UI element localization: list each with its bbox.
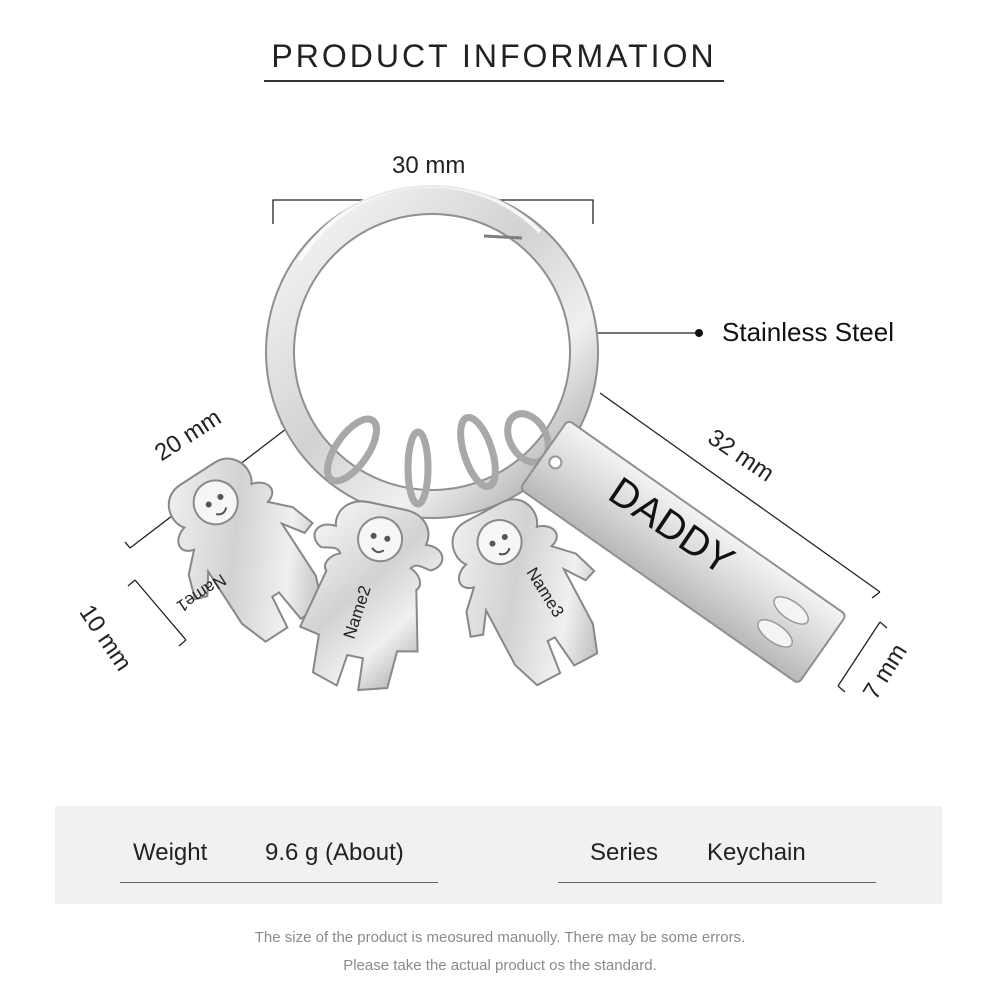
disclaimer-line-2: Please take the actual product os the st… bbox=[343, 957, 657, 974]
spec-panel bbox=[55, 806, 942, 904]
disclaimer-line-1: The size of the product is meosured manu… bbox=[254, 929, 746, 946]
key-ring bbox=[265, 183, 599, 519]
dimension-lines bbox=[124, 199, 888, 693]
material-pointer-dot bbox=[695, 329, 703, 337]
bar-tag bbox=[520, 420, 846, 683]
keychain-illustration: DADDY Name1 Name2 Name3 bbox=[124, 183, 888, 693]
girl-charm bbox=[298, 500, 444, 692]
weight-divider bbox=[120, 882, 438, 883]
material-label: Stainless Steel bbox=[722, 317, 894, 347]
weight-value: 9.6 g (About) bbox=[265, 839, 404, 866]
title-underline bbox=[264, 80, 724, 82]
boy-charm-2 bbox=[451, 498, 599, 687]
series-divider bbox=[558, 882, 876, 883]
ring-width-label: 30 mm bbox=[392, 152, 466, 179]
series-label: Series bbox=[590, 839, 659, 866]
weight-label: Weight bbox=[133, 839, 208, 866]
series-value: Keychain bbox=[707, 839, 806, 866]
footprints-icon bbox=[757, 596, 810, 648]
boy-charm-1 bbox=[167, 457, 324, 643]
page-title: PRODUCT INFORMATION bbox=[271, 38, 717, 74]
